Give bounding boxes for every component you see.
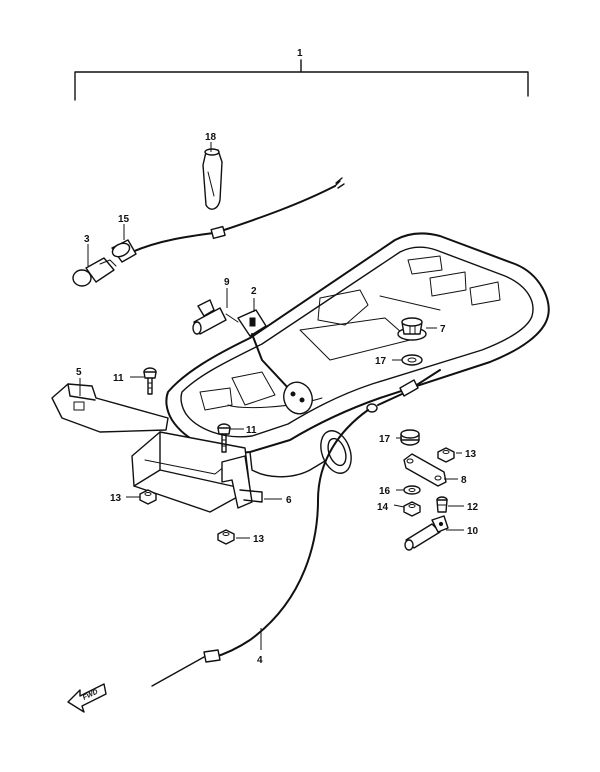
callout-16: 16 xyxy=(379,486,391,497)
link-plate-part-8 xyxy=(403,453,447,487)
callout-7: 7 xyxy=(440,324,446,335)
clip-bracket-part-6 xyxy=(221,455,263,509)
callout-15: 15 xyxy=(118,214,130,225)
callout-12: 12 xyxy=(467,502,479,513)
callout-8: 8 xyxy=(461,475,467,486)
bolt-part-11b xyxy=(217,423,231,453)
pin-part-12 xyxy=(436,496,448,513)
callout-2: 2 xyxy=(251,286,257,297)
nut-part-13a xyxy=(437,447,455,463)
callout-13-left: 13 xyxy=(110,493,122,504)
control-cable-part-4 xyxy=(151,369,441,687)
callout-17-lower: 17 xyxy=(379,434,391,445)
clamp-part-2 xyxy=(237,309,267,337)
lower-cover-tray xyxy=(165,232,550,478)
bolt-part-11a xyxy=(143,367,157,395)
grommet-part-18 xyxy=(202,148,223,210)
screw-knob-part-7 xyxy=(397,317,427,341)
callout-18: 18 xyxy=(205,132,217,143)
kill-switch-cable-part-3 xyxy=(72,177,345,287)
callout-10: 10 xyxy=(467,526,479,537)
callout-4: 4 xyxy=(257,655,263,666)
callout-14: 14 xyxy=(377,502,389,513)
cable-joint-part-10 xyxy=(404,515,449,551)
nut-part-13b xyxy=(139,489,157,505)
callout-11-upper: 11 xyxy=(113,373,124,384)
callout-13-right: 13 xyxy=(465,449,477,460)
forward-arrow-icon: FWD xyxy=(67,683,107,713)
washer-part-17a xyxy=(401,354,423,366)
callout-13-bottom: 13 xyxy=(253,534,265,545)
callout-3: 3 xyxy=(84,234,90,245)
bracket-plate-part-5 xyxy=(51,383,169,433)
bolt-part-9 xyxy=(192,299,239,335)
lever-arm xyxy=(251,333,313,415)
callout-11-middle: 11 xyxy=(246,425,257,436)
callout-6: 6 xyxy=(286,495,292,506)
nut-part-14 xyxy=(403,501,421,517)
callout-labels: 1 18 15 3 9 2 7 17 5 11 11 17 13 8 16 6 … xyxy=(76,48,479,666)
nut-part-13c xyxy=(217,529,235,545)
callout-1: 1 xyxy=(297,48,303,59)
callout-17-upper: 17 xyxy=(375,356,387,367)
washer-part-16 xyxy=(403,485,421,495)
assembly-bracket xyxy=(74,59,529,101)
washer-part-17b xyxy=(400,429,420,446)
callout-5: 5 xyxy=(76,367,82,378)
callout-9: 9 xyxy=(224,277,230,288)
leader-lines xyxy=(79,142,464,650)
